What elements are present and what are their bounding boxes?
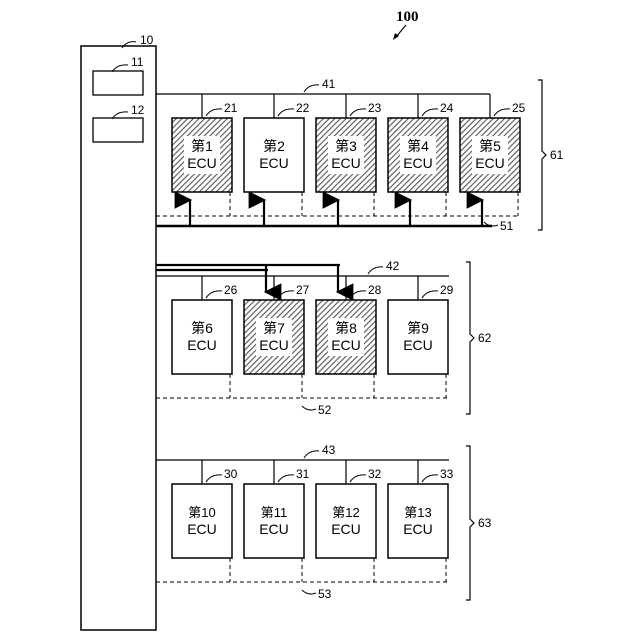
ecu-31-name: 第11 <box>261 505 288 520</box>
group-61-brace <box>538 80 546 230</box>
ecu-24-leader <box>422 109 438 116</box>
ecu-22-ref-label: 22 <box>296 101 310 115</box>
ecu-23-leader <box>350 109 366 116</box>
ecu-31-ecu-label: ECU <box>259 521 289 537</box>
unit-12-ref-label: 12 <box>131 103 145 117</box>
ecu-27-ref-label: 27 <box>296 283 310 297</box>
ecu-26-leader <box>206 291 222 298</box>
ecu-27-ecu-label: ECU <box>259 337 289 353</box>
ecu-23-ecu-label: ECU <box>331 155 361 171</box>
ecu-24-ecu-label: ECU <box>403 155 433 171</box>
dashed-53-ref-label: 53 <box>318 587 332 601</box>
ecu-25-ecu-label: ECU <box>475 155 505 171</box>
dashed-52-leader <box>302 406 316 410</box>
dashed-53-leader <box>302 590 316 594</box>
ecu-31-ref-label: 31 <box>296 467 310 481</box>
bus-43-ref-label: 43 <box>322 443 336 457</box>
dashed-51-ref-label: 51 <box>500 219 514 233</box>
ecu-21-leader <box>206 109 222 116</box>
bus-42-leader <box>368 267 383 274</box>
ecu-30-ref-label: 30 <box>224 467 238 481</box>
ecu-23-ref-label: 23 <box>368 101 382 115</box>
group-63-brace <box>466 446 474 600</box>
ecu-28-ecu-label: ECU <box>331 337 361 353</box>
unit-12-box <box>93 118 143 142</box>
ecu-21-ref-label: 21 <box>224 101 238 115</box>
controller-ref-label: 10 <box>140 33 154 47</box>
ecu-25-ref-label: 25 <box>512 101 526 115</box>
ecu-29-ecu-label: ECU <box>403 337 433 353</box>
ecu-28-name: 第8 <box>335 320 357 336</box>
ecu-29-name: 第9 <box>407 320 429 336</box>
ecu-28-leader <box>350 291 366 298</box>
ecu-33-ref-label: 33 <box>440 467 454 481</box>
unit-11-box <box>93 71 143 95</box>
ecu-30-ecu-label: ECU <box>187 521 217 537</box>
ecu-31-leader <box>278 475 294 482</box>
ecu-29-leader <box>422 291 438 298</box>
ecu-22-leader <box>278 109 294 116</box>
bus-41-ref-label: 41 <box>322 77 336 91</box>
ecu-groups-layer: 第1ECU21第2ECU22第3ECU23第4ECU24第5ECU2541516… <box>156 77 564 601</box>
ecu-27-name: 第7 <box>263 320 285 336</box>
ecu-26-name: 第6 <box>191 320 213 336</box>
ecu-22-name: 第2 <box>263 138 285 154</box>
ecu-33-leader <box>422 475 438 482</box>
ecu-21-ecu-label: ECU <box>187 155 217 171</box>
ecu-32-ecu-label: ECU <box>331 521 361 537</box>
bus-42-ref-label: 42 <box>386 259 400 273</box>
ecu-30-leader <box>206 475 222 482</box>
ecu-26-ecu-label: ECU <box>187 337 217 353</box>
ecu-32-ref-label: 32 <box>368 467 382 481</box>
ecu-29-ref-label: 29 <box>440 283 454 297</box>
ecu-32-leader <box>350 475 366 482</box>
dashed-52-ref-label: 52 <box>318 403 332 417</box>
ecu-33-name: 第13 <box>404 505 431 520</box>
group-61-ref-label: 61 <box>550 148 564 162</box>
bus-43-leader <box>304 451 319 458</box>
unit-11-ref-label: 11 <box>131 55 144 69</box>
group-62-brace <box>466 262 474 414</box>
ecu-27-leader <box>278 291 294 298</box>
ecu-33-ecu-label: ECU <box>403 521 433 537</box>
ecu-25-leader <box>494 109 510 116</box>
group-62-ref-label: 62 <box>478 331 492 345</box>
bus-41-leader <box>304 85 319 92</box>
ecu-25-name: 第5 <box>479 138 501 154</box>
ecu-26-ref-label: 26 <box>224 283 238 297</box>
ecu-24-name: 第4 <box>407 138 429 154</box>
ecu-28-ref-label: 28 <box>368 283 382 297</box>
ecu-23-name: 第3 <box>335 138 357 154</box>
ecu-22-ecu-label: ECU <box>259 155 289 171</box>
ecu-24-ref-label: 24 <box>440 101 454 115</box>
group-63-ref-label: 63 <box>478 516 492 530</box>
figure-ref-label: 100 <box>396 9 419 25</box>
ecu-21-name: 第1 <box>191 138 213 154</box>
ecu-32-name: 第12 <box>332 505 359 520</box>
ecu-30-name: 第10 <box>188 505 215 520</box>
